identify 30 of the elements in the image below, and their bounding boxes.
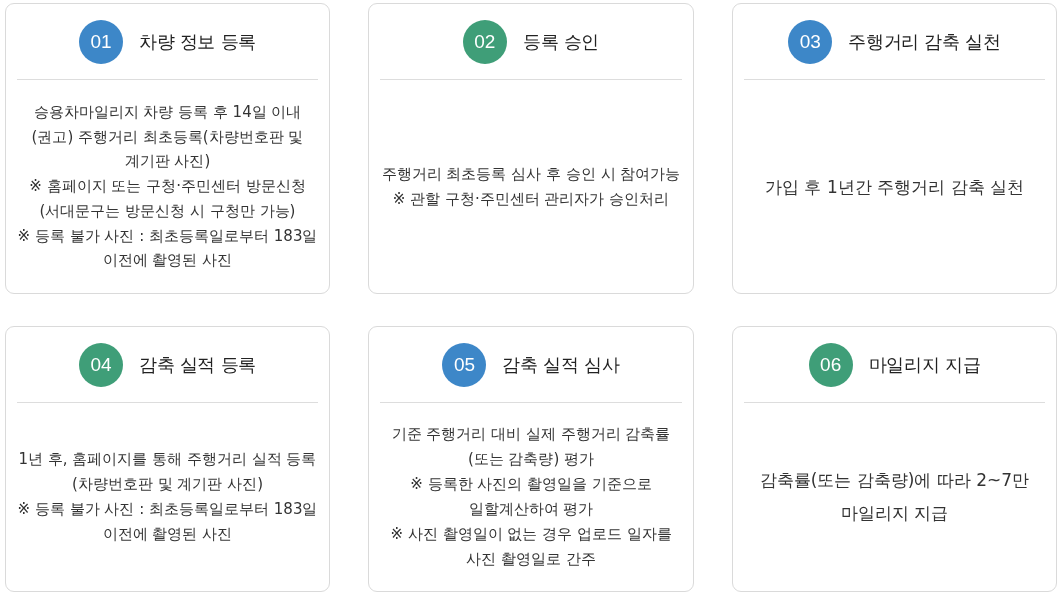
step-card — [368, 3, 694, 294]
step-title: 차량 정보 등록 — [138, 29, 256, 54]
step-title: 등록 승인 — [522, 29, 600, 54]
step-description: ※ 등록 불가 사진 : 최초등록일로부터 183일 이전에 촬영된 사진 — [16, 499, 319, 545]
step-description: 가입 후 1년간 주행거리 감축 실천 — [765, 175, 1024, 199]
step-number: 01 — [78, 19, 123, 64]
step-description: 기준 주행거리 대비 실제 주행거리 감축률 (또는 감축량) 평가 — [390, 424, 672, 470]
step-number: 02 — [462, 19, 507, 64]
step-description: ※ 사진 촬영일이 없는 경우 업로드 일자를 사진 촬영일로 간주 — [389, 524, 673, 570]
step-number: 06 — [808, 342, 853, 387]
step-description: ※ 등록 불가 사진 : 최초등록일로부터 183일 이전에 촬영된 사진 — [16, 225, 319, 272]
step-description: 1년 후, 홈페이지를 통해 주행거리 실적 등록 (차량번호판 및 계기판 사진) — [17, 449, 318, 495]
step-card — [5, 326, 330, 592]
step-card — [732, 326, 1057, 592]
step-description: 주행거리 최초등록 심사 후 승인 시 참여가능 — [381, 163, 681, 185]
step-title: 감축 실적 심사 — [502, 352, 620, 377]
step-description: ※ 등록한 사진의 촬영일을 기준으로 일할계산하여 평가 — [409, 474, 653, 520]
step-number: 03 — [788, 19, 833, 64]
step-description: 승용차마일리지 차량 등록 후 14일 이내 (권고) 주행거리 최초등록(차량번호판 및 계기판 사진) — [30, 102, 305, 173]
step-number: 05 — [442, 342, 487, 387]
step-description: ※ 홈페이지 또는 구청·주민센터 방문신청 (서대문구는 방문신청 시 구청만 가능) — [28, 176, 307, 222]
step-description: ※ 관할 구청·주민센터 관리자가 승인처리 — [392, 188, 670, 210]
step-card — [732, 3, 1057, 294]
step-title: 주행거리 감축 실천 — [848, 29, 1001, 54]
step-title: 감축 실적 등록 — [138, 352, 256, 377]
step-number: 04 — [78, 342, 123, 387]
step-card — [368, 326, 694, 592]
step-description: 감축률(또는 감축량)에 따라 2~7만 마일리지 지급 — [758, 469, 1031, 525]
step-card — [5, 3, 330, 294]
step-title: 마일리지 지급 — [868, 352, 981, 377]
